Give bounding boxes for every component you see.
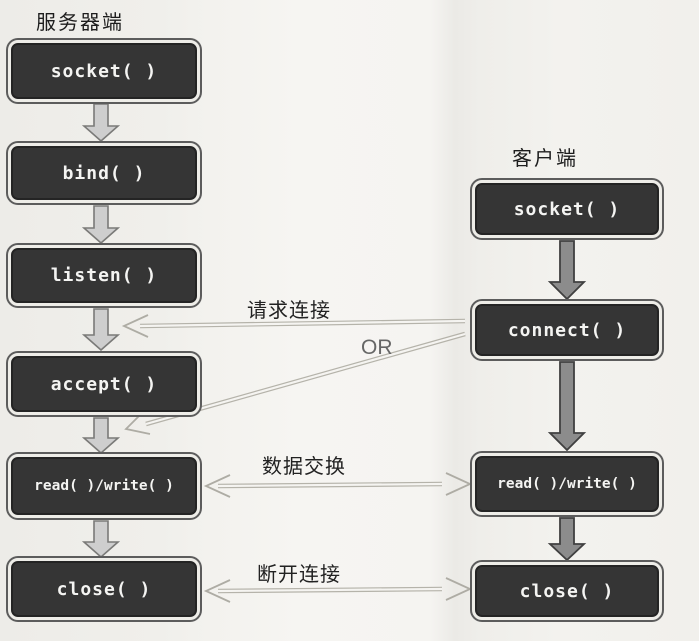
down-block-arrow-icon — [81, 205, 121, 244]
client-node-read-write: read( )/write( ) — [472, 453, 662, 515]
disconnect-arrow — [203, 577, 473, 603]
down-block-arrow-icon — [81, 308, 121, 351]
request-connection-arrow — [121, 314, 466, 338]
down-block-arrow-icon — [81, 417, 121, 454]
client-node-close-label: close( ) — [519, 580, 615, 602]
open-arrowhead-icon — [203, 579, 231, 603]
server-node-accept: accept( ) — [8, 353, 200, 415]
open-arrowhead-icon — [445, 577, 473, 601]
open-arrowhead-icon — [445, 472, 473, 496]
or-label: OR — [361, 336, 393, 359]
server-node-listen-label: listen( ) — [50, 265, 158, 286]
client-node-read-write-label: read( )/write( ) — [497, 476, 637, 492]
data-exchange-arrow — [203, 472, 473, 498]
server-node-read-write: read( )/write( ) — [8, 454, 200, 518]
down-block-arrow-icon — [547, 361, 587, 451]
request-connection-label: 请求连接 — [247, 298, 331, 322]
open-arrowhead-icon — [121, 314, 149, 338]
server-node-accept-label: accept( ) — [50, 373, 158, 395]
disconnect-label: 断开连接 — [257, 562, 341, 586]
server-node-read-write-label: read( )/write( ) — [34, 478, 174, 494]
client-node-close: close( ) — [472, 562, 662, 620]
server-node-close: close( ) — [8, 558, 200, 620]
server-node-bind-label: bind( ) — [62, 162, 146, 184]
server-node-listen: listen( ) — [8, 245, 200, 306]
down-block-arrow-icon — [547, 517, 587, 561]
client-node-connect: connect( ) — [472, 301, 662, 359]
down-block-arrow-icon — [547, 240, 587, 300]
open-arrowhead-icon — [203, 474, 231, 498]
client-node-socket-label: socket( ) — [513, 198, 621, 220]
client-node-connect-label: connect( ) — [507, 319, 627, 341]
client-column-title: 客户端 — [512, 146, 578, 170]
data-exchange-label: 数据交换 — [262, 454, 346, 478]
server-column-title: 服务器端 — [36, 10, 124, 34]
server-node-bind: bind( ) — [8, 143, 200, 203]
server-node-close-label: close( ) — [56, 578, 152, 600]
server-node-socket: socket( ) — [8, 40, 200, 102]
down-block-arrow-icon — [81, 103, 121, 142]
client-node-socket: socket( ) — [472, 180, 662, 238]
server-node-socket-label: socket( ) — [50, 60, 158, 82]
down-block-arrow-icon — [81, 520, 121, 558]
open-arrowhead-icon — [124, 411, 151, 435]
